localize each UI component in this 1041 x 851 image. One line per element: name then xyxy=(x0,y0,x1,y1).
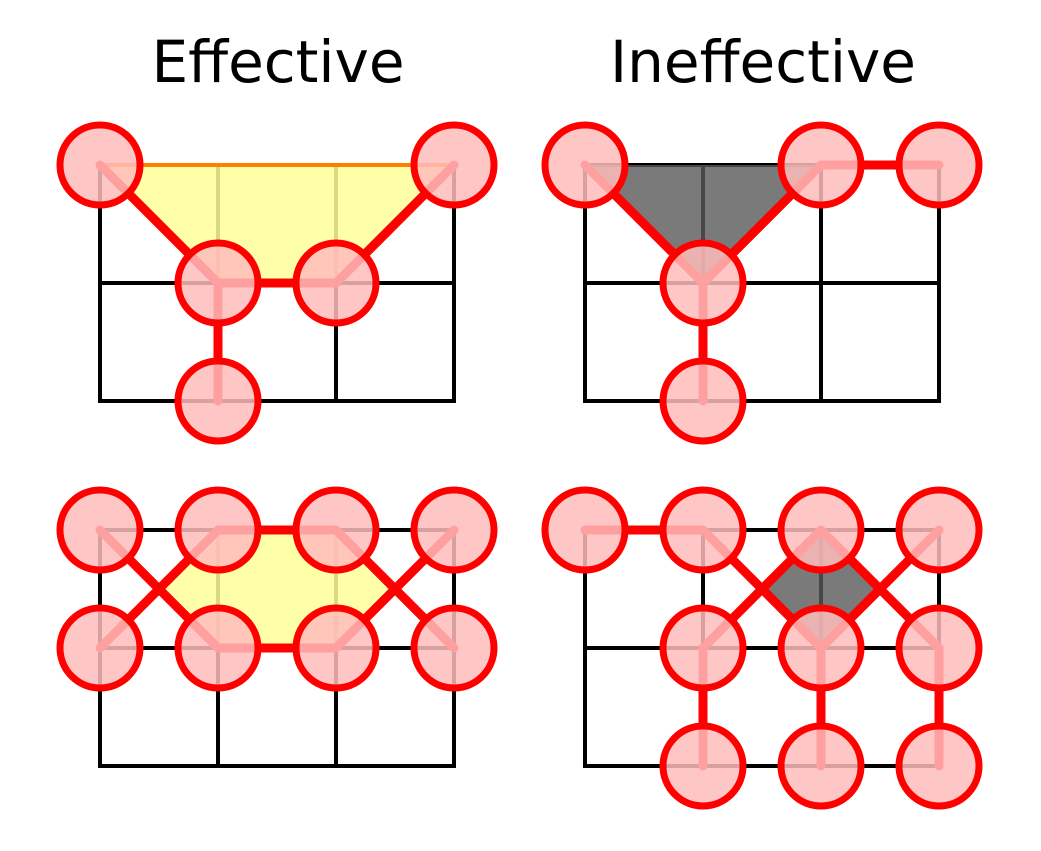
node xyxy=(292,604,380,692)
node xyxy=(410,604,498,692)
node xyxy=(777,486,865,574)
node xyxy=(659,486,747,574)
node xyxy=(777,604,865,692)
node xyxy=(777,121,865,209)
node xyxy=(56,604,144,692)
node xyxy=(174,357,262,445)
node xyxy=(541,121,629,209)
node xyxy=(895,486,983,574)
title-effective: Effective xyxy=(151,28,405,96)
node xyxy=(895,604,983,692)
panel-ineffective-top xyxy=(541,121,983,445)
node xyxy=(777,722,865,810)
node xyxy=(895,722,983,810)
node xyxy=(410,486,498,574)
ineffective-region xyxy=(585,165,821,283)
node xyxy=(659,239,747,327)
panel-ineffective-bottom xyxy=(541,486,983,810)
node xyxy=(659,604,747,692)
panel-effective-top xyxy=(56,121,498,445)
node xyxy=(174,486,262,574)
node xyxy=(659,357,747,445)
node xyxy=(292,239,380,327)
panel-effective-bottom xyxy=(56,486,498,768)
node xyxy=(659,722,747,810)
node xyxy=(174,239,262,327)
node xyxy=(174,604,262,692)
node xyxy=(56,121,144,209)
node xyxy=(410,121,498,209)
node xyxy=(56,486,144,574)
node xyxy=(541,486,629,574)
node xyxy=(895,121,983,209)
title-ineffective: Ineffective xyxy=(610,28,916,96)
node xyxy=(292,486,380,574)
